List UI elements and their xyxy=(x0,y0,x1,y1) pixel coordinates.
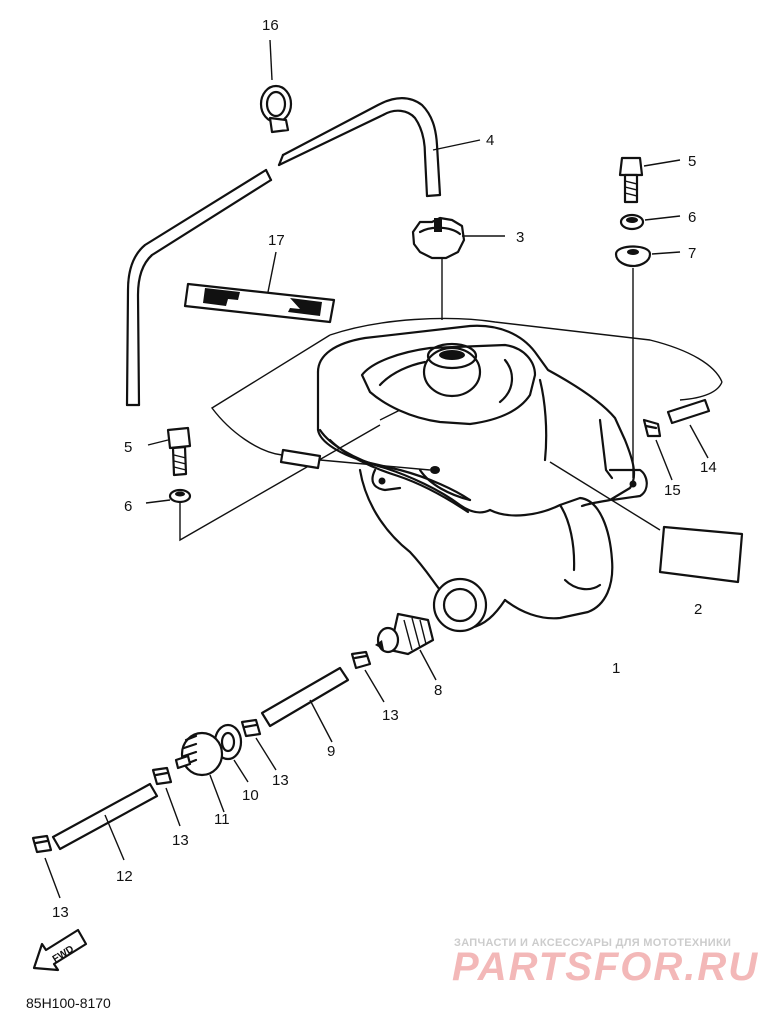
part-number-5-upper: 5 xyxy=(688,153,696,170)
clip-part-15 xyxy=(642,418,673,481)
fuel-hose-part-9 xyxy=(260,666,350,743)
part-number-8: 8 xyxy=(434,682,442,699)
part-number-12: 12 xyxy=(116,868,133,885)
diagram-code: 85H100-8170 xyxy=(26,995,111,1011)
part-number-14: 14 xyxy=(700,459,717,476)
connector-hose-front xyxy=(279,448,440,474)
part-number-16: 16 xyxy=(262,17,279,34)
part-number-13-a: 13 xyxy=(382,707,399,724)
part-number-9: 9 xyxy=(327,743,335,760)
part-number-13-b: 13 xyxy=(272,772,289,789)
part-number-7: 7 xyxy=(688,245,696,262)
part-number-2: 2 xyxy=(694,601,702,618)
watermark: ЗАПЧАСТИ И АКСЕССУАРЫ ДЛЯ МОТОТЕХНИКИ PA… xyxy=(452,937,759,989)
washer-part-6-upper xyxy=(619,213,681,231)
part-number-3: 3 xyxy=(516,229,524,246)
part-number-17: 17 xyxy=(268,232,285,249)
fuel-tank-part-1 xyxy=(210,317,723,633)
part-number-6-lower: 6 xyxy=(124,498,132,515)
hose-clamp-part-16 xyxy=(259,39,293,134)
part-number-1: 1 xyxy=(612,660,620,677)
hose-part-14 xyxy=(666,398,711,459)
bolt-part-5-lower xyxy=(147,426,192,477)
clip-part-13-c xyxy=(151,766,181,827)
fuel-strainer-part-8 xyxy=(375,612,437,681)
part-number-4: 4 xyxy=(486,132,494,149)
washer-part-6-lower xyxy=(145,424,381,542)
fuel-cap-part-3 xyxy=(411,216,505,320)
part-number-13-d: 13 xyxy=(52,904,69,921)
fuel-cock-part-11 xyxy=(174,731,225,813)
grommet-part-7 xyxy=(614,245,681,478)
part-number-15: 15 xyxy=(664,482,681,499)
watermark-tagline: ЗАПЧАСТИ И АКСЕССУАРЫ ДЛЯ МОТОТЕХНИКИ xyxy=(454,937,731,949)
part-number-5-lower: 5 xyxy=(124,439,132,456)
fuel-hose-part-12 xyxy=(51,782,159,861)
clip-part-13-b xyxy=(240,718,277,771)
part-number-11: 11 xyxy=(214,811,230,828)
forward-arrow: FWD xyxy=(32,928,88,972)
part-number-labels: 1 2 3 4 5 6 7 5 6 8 9 10 11 12 13 13 13 … xyxy=(52,17,717,921)
clip-part-13-a xyxy=(350,650,385,703)
clip-part-13-d xyxy=(31,834,61,899)
decal-part-17 xyxy=(183,251,336,324)
watermark-brand: PARTSFOR.RU xyxy=(452,945,759,989)
vent-hose-part-4 xyxy=(125,97,481,407)
part-number-10: 10 xyxy=(242,787,259,804)
part-number-6-upper: 6 xyxy=(688,209,696,226)
part-number-13-c: 13 xyxy=(172,832,189,849)
label-part-2 xyxy=(549,461,744,584)
bolt-part-5-upper xyxy=(618,156,681,204)
